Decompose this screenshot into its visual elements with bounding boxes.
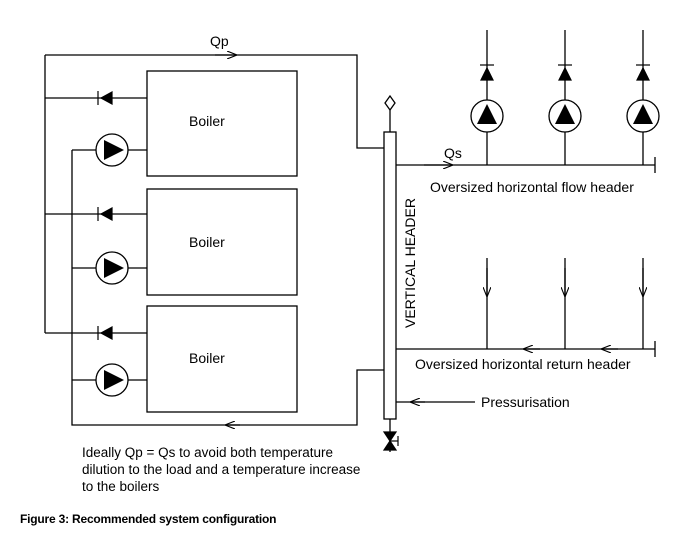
boiler-1-box bbox=[146, 70, 298, 177]
boiler-3-box bbox=[146, 305, 298, 413]
load-check-valve-1-icon bbox=[480, 64, 494, 81]
boiler-pump-2-icon bbox=[95, 251, 129, 285]
boiler-3-label: Boiler bbox=[189, 350, 225, 366]
boiler-pump-3-icon bbox=[95, 363, 129, 397]
load-pump-1-icon bbox=[470, 99, 504, 133]
note-line-1: Ideally Qp = Qs to avoid both temperatur… bbox=[82, 445, 333, 460]
check-valve-1-icon bbox=[97, 90, 113, 106]
boiler-2-box bbox=[146, 188, 298, 296]
note-line-3: to the boilers bbox=[82, 479, 160, 494]
pressurisation-label: Pressurisation bbox=[481, 394, 570, 410]
pump-manifold-pipe bbox=[71, 150, 384, 426]
primary-flow-pipe bbox=[45, 54, 384, 149]
check-valve-2-icon bbox=[97, 206, 113, 222]
note-line-2: dilution to the load and a temperature i… bbox=[82, 462, 360, 477]
boiler-2-label: Boiler bbox=[189, 234, 225, 250]
boiler-1-label: Boiler bbox=[189, 113, 225, 129]
qp-label: Qp bbox=[210, 33, 229, 49]
vertical-header-label: VERTICAL HEADER bbox=[402, 198, 418, 328]
flow-header-label: Oversized horizontal flow header bbox=[430, 179, 634, 195]
load-check-valve-2-icon bbox=[558, 64, 572, 81]
air-vent-icon bbox=[384, 94, 396, 112]
boiler-pump-1-icon bbox=[95, 133, 129, 167]
return-header-label: Oversized horizontal return header bbox=[415, 356, 631, 372]
check-valve-3-icon bbox=[97, 325, 113, 341]
load-pump-3-icon bbox=[626, 99, 660, 133]
figure-caption: Figure 3: Recommended system configurati… bbox=[20, 512, 277, 526]
drain-valve-icon bbox=[382, 431, 399, 451]
vertical-header-pipe bbox=[383, 131, 397, 420]
load-check-valve-3-icon bbox=[636, 64, 650, 81]
load-pump-2-icon bbox=[548, 99, 582, 133]
qs-label: Qs bbox=[444, 145, 462, 161]
